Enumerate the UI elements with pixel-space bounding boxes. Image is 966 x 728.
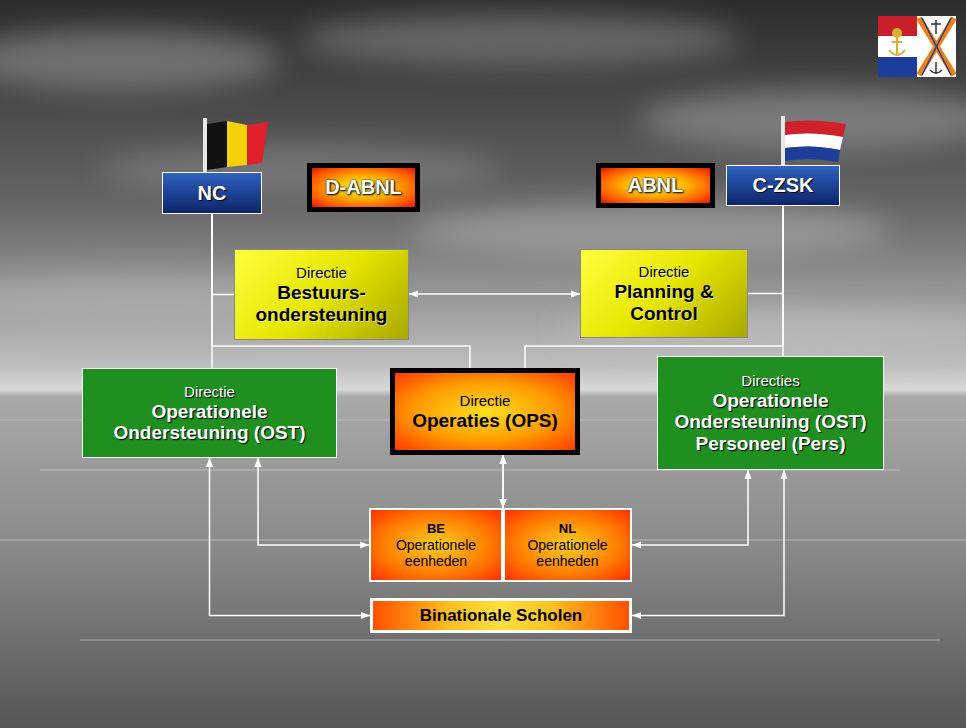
command-box: C-ZSK: [726, 165, 840, 206]
directorate-box: DirectieBestuurs- ondersteuning: [234, 249, 409, 340]
box-heading: Directie: [184, 383, 235, 401]
box-heading: Binationale Scholen: [420, 606, 582, 626]
dutch-flag: [781, 116, 846, 166]
box-heading: Directie: [460, 392, 511, 410]
unit-box: NLOperationele eenheden: [503, 508, 632, 582]
connector: [502, 455, 504, 508]
connector: [258, 458, 369, 545]
directorate-box: DirectieOperationele Ondersteuning (OST): [82, 368, 337, 458]
directorate-box: DirectiesOperationele Ondersteuning (OST…: [657, 356, 884, 470]
box-label: Operationele Ondersteuning (OST) Persone…: [666, 390, 875, 454]
box-label: ABNL: [628, 174, 684, 197]
box-heading: BE: [427, 521, 445, 537]
command-box: ABNL: [596, 163, 715, 208]
box-heading: Directie: [296, 264, 347, 282]
connector: [632, 470, 784, 616]
box-label: Operationele eenheden: [509, 537, 626, 569]
connector: [502, 455, 504, 508]
connector: [782, 206, 784, 356]
command-box: NC: [162, 172, 262, 214]
school-box: Binationale Scholen: [370, 598, 632, 633]
connector: [212, 214, 234, 295]
connector: [210, 458, 371, 616]
command-box: D-ABNL: [307, 163, 420, 212]
box-label: Operationele Ondersteuning (OST): [91, 401, 328, 444]
directorate-box: DirectieOperaties (OPS): [390, 368, 580, 455]
connector: [409, 293, 580, 295]
connector: [748, 206, 783, 294]
clouds: [0, 14, 966, 350]
box-label: NC: [198, 182, 227, 205]
box-label: Operationele eenheden: [375, 537, 497, 569]
connector: [632, 470, 748, 545]
connector: [212, 214, 470, 368]
box-label: D-ABNL: [325, 176, 402, 199]
box-heading: NL: [559, 521, 576, 537]
box-label: C-ZSK: [752, 174, 813, 197]
belgian-flag: [203, 118, 268, 172]
connector: [211, 214, 213, 368]
box-label: Operaties (OPS): [412, 410, 558, 431]
box-heading: Directie: [639, 263, 690, 281]
box-label: Bestuurs- ondersteuning: [243, 282, 400, 325]
connector: [525, 206, 783, 368]
box-heading: Directies: [741, 372, 799, 390]
navy-emblem: [878, 16, 956, 77]
box-label: Planning & Control: [589, 281, 739, 324]
unit-box: BEOperationele eenheden: [369, 508, 503, 582]
directorate-box: DirectiePlanning & Control: [580, 249, 748, 338]
